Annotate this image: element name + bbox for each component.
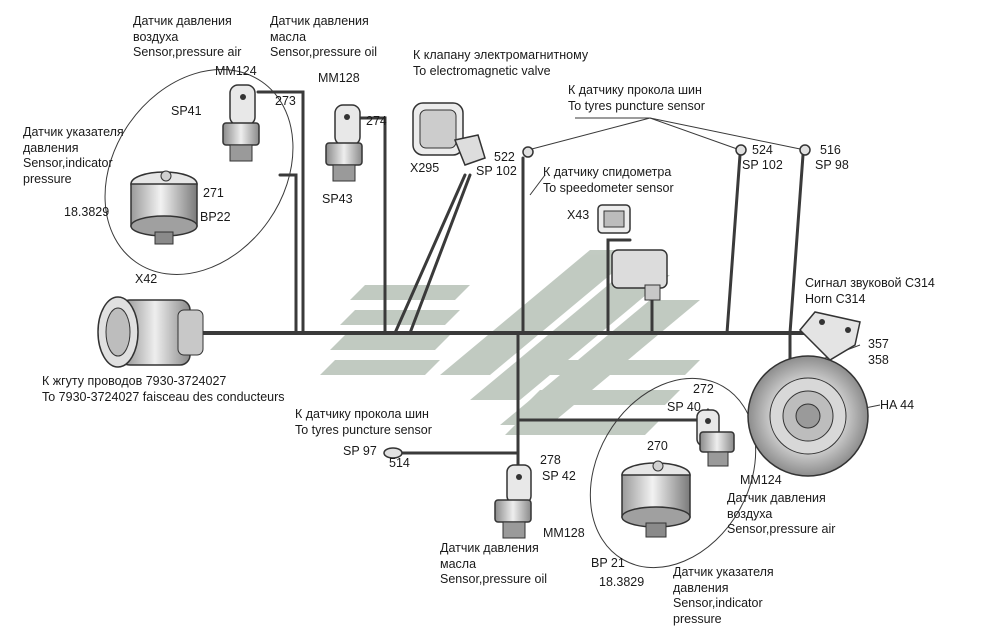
code-bp21: BP 21	[591, 556, 625, 570]
label-sensor-oil-bottom: Датчик давления масла Sensor,pressure oi…	[440, 541, 548, 586]
sensor-air-bottom	[696, 409, 735, 467]
label-sensor-oil-top: Датчик давления масла Sensor,pressure oi…	[270, 14, 378, 59]
label-horn: Сигнал звуковой С314 Horn C314	[805, 276, 935, 306]
code-mm124-top: MM124	[215, 64, 257, 78]
label-valve: К клапану электромагнитному To electroma…	[413, 48, 589, 78]
group-ellipse-top	[104, 69, 294, 275]
code-ha44: HA 44	[880, 398, 915, 412]
horn-c314	[747, 311, 869, 477]
sensor-indicator-bottom	[621, 460, 691, 538]
code-524: 524	[752, 143, 773, 157]
code-271: 271	[203, 186, 224, 200]
code-sp97: SP 97	[343, 444, 377, 458]
ring-terminal-sp97	[383, 447, 403, 459]
ring-terminals-top	[522, 144, 811, 158]
label-speedometer: К датчику спидометра To speedometer sens…	[543, 165, 674, 195]
code-mm128-bottom: MM128	[543, 526, 585, 540]
sensor-oil-bottom	[494, 464, 532, 539]
code-514: 514	[389, 456, 410, 470]
code-sp102-b: SP 102	[742, 158, 783, 172]
label-harness: К жгуту проводов 7930-3724027 To 7930-37…	[42, 374, 285, 404]
code-273: 273	[275, 94, 296, 108]
group-ellipse-bottom	[589, 377, 757, 569]
code-sp102-a: SP 102	[476, 164, 517, 178]
code-x42: X42	[135, 272, 158, 286]
label-sensor-air-bottom: Датчик давления воздуха Sensor,pressure …	[727, 491, 836, 536]
code-278: 278	[540, 453, 561, 467]
connector-x42	[97, 296, 204, 368]
sensor-indicator-top	[130, 170, 198, 245]
code-x43: X43	[567, 208, 590, 222]
code-516: 516	[820, 143, 841, 157]
connector-x43	[597, 204, 668, 301]
code-x295: X295	[410, 161, 440, 175]
code-bp22: BP22	[200, 210, 231, 224]
label-tyres-top: К датчику прокола шин To tyres puncture …	[568, 83, 705, 113]
code-522: 522	[494, 150, 515, 164]
code-sp43: SP43	[322, 192, 353, 206]
code-sp41: SP41	[171, 104, 202, 118]
label-indicator-top: Датчик указателя давления Sensor,indicat…	[23, 125, 124, 186]
code-mm124-bottom: MM124	[740, 473, 782, 487]
label-sensor-air-top: Датчик давления воздуха Sensor,pressure …	[133, 14, 242, 59]
label-tyres-bottom: К датчику прокола шин To tyres puncture …	[295, 407, 432, 437]
code-274: 274	[366, 114, 387, 128]
code-sp98: SP 98	[815, 158, 849, 172]
code-270: 270	[647, 439, 668, 453]
connector-x295	[412, 102, 486, 166]
code-358: 358	[868, 353, 889, 367]
code-sp42: SP 42	[542, 469, 576, 483]
code-mm128-top: MM128	[318, 71, 360, 85]
sensor-air-top	[222, 84, 260, 162]
code-18-3829-top: 18.3829	[64, 205, 110, 219]
code-sp40: SP 40	[667, 400, 701, 414]
code-357: 357	[868, 337, 889, 351]
sensor-oil-top	[325, 104, 363, 182]
code-272: 272	[693, 382, 714, 396]
label-indicator-bottom: Датчик указателя давления Sensor,indicat…	[673, 565, 774, 626]
code-18-3829-bottom: 18.3829	[599, 575, 645, 589]
